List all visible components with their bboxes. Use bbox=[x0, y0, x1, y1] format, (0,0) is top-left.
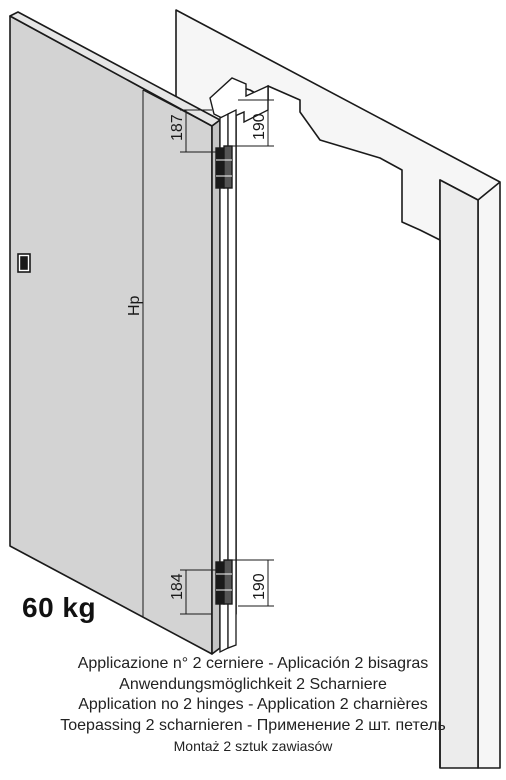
dimension-top-leaf: 187 bbox=[169, 114, 186, 141]
caption-line-de: Anwendungsmöglichkeit 2 Scharniere bbox=[119, 675, 387, 693]
bottom-hinge-icon bbox=[215, 559, 233, 605]
top-dimension-lines bbox=[180, 99, 274, 153]
top-hinge-icon bbox=[215, 145, 233, 189]
dimension-bottom-leaf: 184 bbox=[169, 573, 186, 600]
bottom-dimension-lines bbox=[180, 559, 274, 615]
caption-line-nl-ru: Toepassing 2 scharnieren - Применение 2 … bbox=[60, 716, 446, 734]
weight-label: 60 kg bbox=[22, 592, 97, 623]
door-leaf bbox=[9, 11, 221, 655]
caption-line-en-fr: Application no 2 hinges - Application 2 … bbox=[78, 696, 428, 713]
dimension-top-frame: 190 bbox=[251, 113, 268, 140]
door-top-panel-line bbox=[142, 89, 213, 127]
door-face bbox=[9, 15, 213, 655]
application-caption: Applicazione n° 2 cerniere - Aplicación … bbox=[0, 654, 506, 757]
frame-right-edge bbox=[477, 181, 501, 201]
frame-stops bbox=[219, 108, 237, 654]
caption-line-it-es: Applicazione n° 2 cerniere - Aplicación … bbox=[77, 655, 429, 672]
dimension-bottom-frame: 190 bbox=[251, 573, 268, 600]
dimension-height-label: Hp bbox=[126, 295, 143, 316]
caption-line-pl: Montaż 2 sztuk zawiasów bbox=[173, 738, 333, 754]
door-handle-icon bbox=[17, 253, 31, 273]
